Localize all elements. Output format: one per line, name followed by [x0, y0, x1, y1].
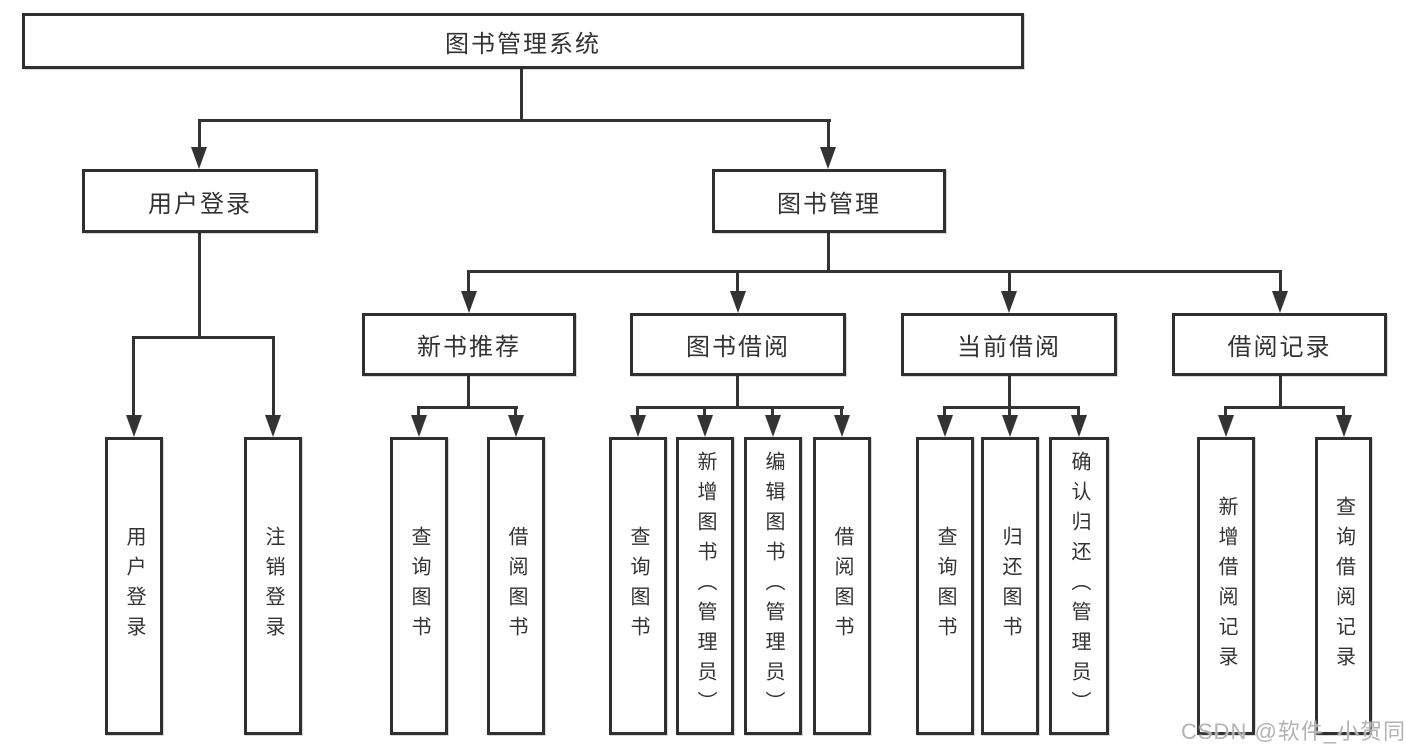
- leaf-logout-label: 注销登录: [262, 526, 284, 646]
- leaf-query-borrow-record-label: 查询借阅记录: [1332, 496, 1355, 676]
- node-root-label: 图书管理系统: [445, 30, 601, 58]
- leaf-borrow-books-newbooks-label: 借阅图书: [505, 526, 527, 646]
- connector-root-stem: [520, 67, 523, 121]
- node-new-book-recommend: 新书推荐: [362, 313, 576, 376]
- node-borrowing-records-label: 借阅记录: [1227, 334, 1332, 361]
- connector-drop-currentborrow: [1008, 270, 1011, 291]
- leaf-add-borrow-record-label: 新增借阅记录: [1215, 496, 1237, 676]
- connector-drop-leaf-login: [132, 336, 135, 415]
- connector-level3-bar: [467, 270, 1282, 273]
- connector-drop-book-mgmt: [827, 119, 830, 147]
- connector-bookborrow-bar: [636, 406, 844, 409]
- leaf-return-book-label: 归还图书: [999, 526, 1021, 646]
- node-current-borrowing-label: 当前借阅: [957, 334, 1061, 361]
- node-book-borrowing-label: 图书借阅: [686, 334, 790, 361]
- arrowhead-leaf: [1218, 415, 1234, 437]
- leaf-user-login: 用户登录: [105, 437, 163, 735]
- leaf-user-login-label: 用户登录: [123, 526, 145, 646]
- leaf-confirm-return-admin: 确认归还（管理员）: [1049, 437, 1109, 735]
- arrowhead-leaf: [1071, 415, 1087, 437]
- connector-drop-leaf: [1342, 406, 1345, 416]
- connector-drop-leaf-logout: [272, 336, 275, 415]
- node-book-management: 图书管理: [712, 169, 946, 233]
- connector-currentborrow-bar: [943, 406, 1080, 409]
- arrowhead-leaf: [1336, 415, 1352, 437]
- arrowhead-bookborrow: [730, 291, 746, 313]
- connector-drop-bookborrow: [736, 270, 739, 291]
- leaf-query-books-current-label: 查询图书: [934, 526, 956, 646]
- arrowhead-leaf: [630, 415, 646, 437]
- connector-borrowrecords-stem: [1279, 375, 1282, 409]
- node-new-book-recommend-label: 新书推荐: [417, 334, 521, 361]
- leaf-query-books-borrow: 查询图书: [609, 437, 667, 735]
- connector-drop-leaf: [1077, 406, 1080, 416]
- leaf-borrow-books-newbooks: 借阅图书: [487, 437, 545, 735]
- leaf-edit-book-admin-label: 编辑图书（管理员）: [762, 451, 784, 721]
- connector-drop-leaf: [703, 406, 706, 416]
- node-user-login: 用户登录: [82, 169, 318, 233]
- connector-drop-leaf: [840, 406, 843, 416]
- connector-drop-leaf: [514, 406, 517, 416]
- arrowhead-leaf: [697, 415, 713, 437]
- arrowhead-leaf: [834, 415, 850, 437]
- arrowhead-leaf-logout: [265, 415, 281, 437]
- connector-drop-leaf: [943, 406, 946, 416]
- arrowhead-leaf: [508, 415, 524, 437]
- connector-userlogin-stem: [198, 232, 201, 336]
- node-user-login-label: 用户登录: [148, 190, 252, 218]
- connector-userlogin-bar: [132, 336, 275, 339]
- connector-borrowrecords-bar: [1224, 406, 1345, 409]
- leaf-query-books-newbooks: 查询图书: [390, 437, 448, 735]
- node-book-management-label: 图书管理: [777, 190, 881, 218]
- arrowhead-user-login: [191, 147, 207, 169]
- node-borrowing-records: 借阅记录: [1172, 313, 1387, 376]
- arrowhead-borrowrecords: [1272, 291, 1288, 313]
- leaf-edit-book-admin: 编辑图书（管理员）: [744, 437, 802, 735]
- connector-drop-newbooks: [467, 270, 470, 291]
- arrowhead-leaf: [1002, 415, 1018, 437]
- arrowhead-leaf: [937, 415, 953, 437]
- leaf-add-book-admin-label: 新增图书（管理员）: [694, 451, 716, 721]
- leaf-query-books-newbooks-label: 查询图书: [408, 526, 430, 646]
- node-book-borrowing: 图书借阅: [630, 313, 846, 376]
- leaf-borrow-books: 借阅图书: [813, 437, 871, 735]
- node-root: 图书管理系统: [22, 13, 1024, 69]
- leaf-query-books-borrow-label: 查询图书: [627, 526, 649, 646]
- connector-newbooks-stem: [467, 375, 470, 409]
- leaf-logout: 注销登录: [244, 437, 302, 735]
- connector-bookmgmt-stem: [827, 232, 830, 272]
- connector-newbooks-bar: [417, 406, 518, 409]
- node-current-borrowing: 当前借阅: [901, 313, 1117, 376]
- leaf-add-borrow-record: 新增借阅记录: [1197, 437, 1255, 735]
- arrowhead-newbooks: [461, 291, 477, 313]
- connector-drop-leaf: [417, 406, 420, 416]
- connector-drop-leaf: [1224, 406, 1227, 416]
- connector-drop-user-login: [198, 119, 201, 147]
- connector-currentborrow-stem: [1008, 375, 1011, 409]
- connector-drop-borrowrecords: [1279, 270, 1282, 291]
- connector-root-bar: [198, 119, 831, 122]
- leaf-query-borrow-record: 查询借阅记录: [1315, 437, 1372, 735]
- arrowhead-leaf: [765, 415, 781, 437]
- leaf-confirm-return-admin-label: 确认归还（管理员）: [1068, 451, 1090, 721]
- arrowhead-currentborrow: [1001, 291, 1017, 313]
- watermark: CSDN @软件_小贺同学: [1181, 719, 1405, 744]
- connector-drop-leaf: [636, 406, 639, 416]
- connector-drop-leaf: [1008, 406, 1011, 416]
- leaf-add-book-admin: 新增图书（管理员）: [676, 437, 734, 735]
- arrowhead-book-mgmt: [820, 147, 836, 169]
- leaf-return-book: 归还图书: [981, 437, 1039, 735]
- leaf-query-books-current: 查询图书: [916, 437, 974, 735]
- connector-bookborrow-stem: [736, 375, 739, 409]
- connector-drop-leaf: [771, 406, 774, 416]
- arrowhead-leaf: [411, 415, 427, 437]
- leaf-borrow-books-label: 借阅图书: [831, 526, 853, 646]
- arrowhead-leaf-login: [126, 415, 142, 437]
